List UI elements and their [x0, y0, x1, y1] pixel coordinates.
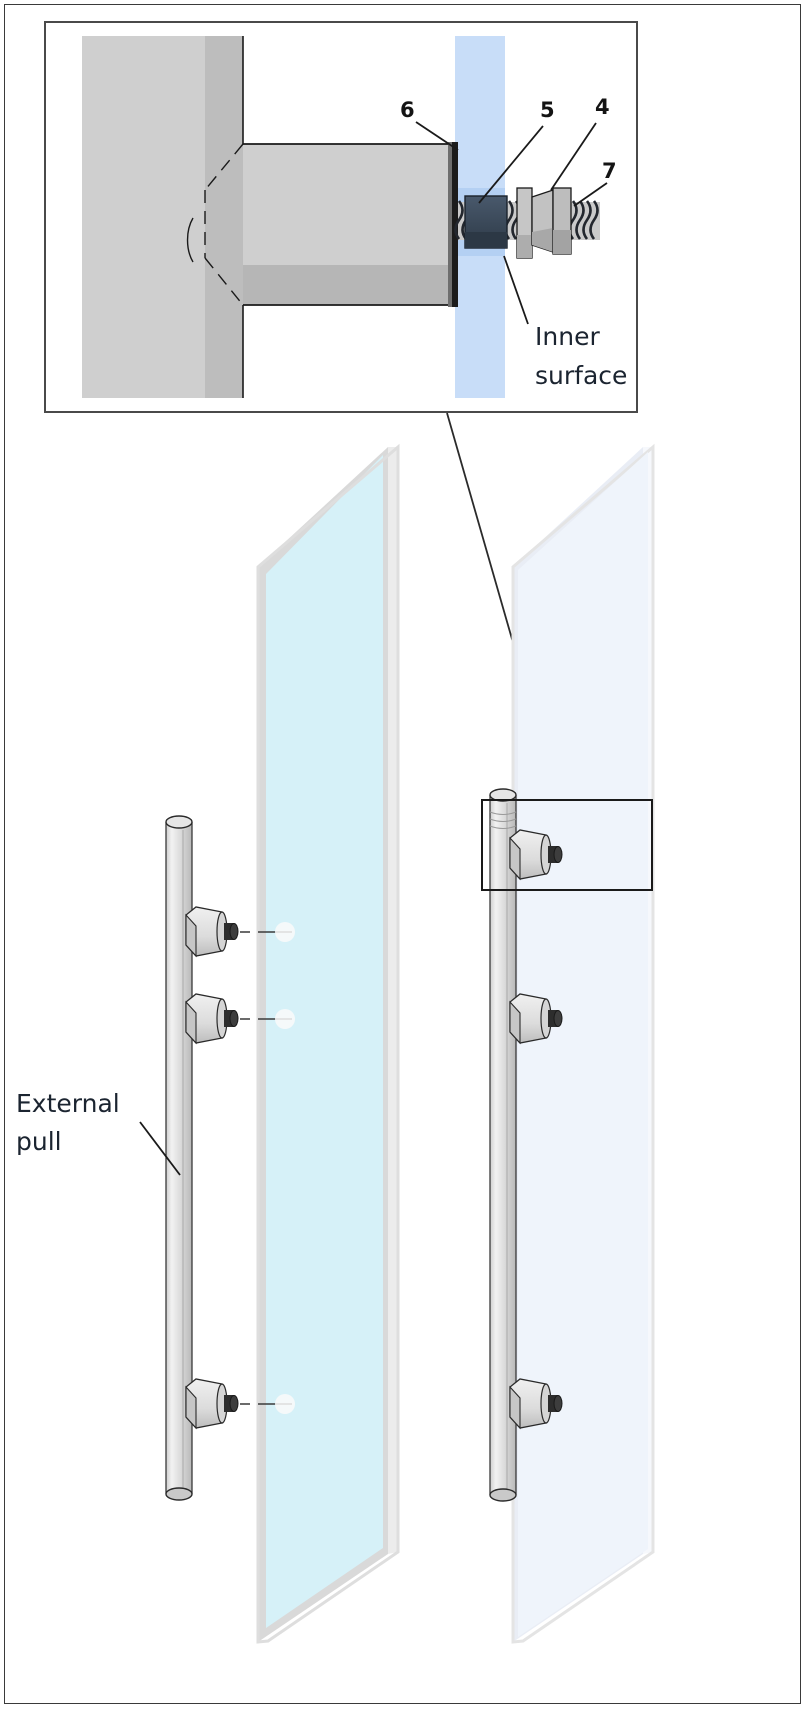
detail-pull-boss	[186, 142, 458, 307]
inner-surface-label-line1: Inner	[535, 322, 600, 351]
callout-7: 7	[602, 159, 617, 183]
callout-5: 5	[540, 98, 555, 122]
left-bracket-middle	[185, 993, 295, 1045]
right-bracket-middle	[509, 993, 563, 1045]
detail-door-stile	[82, 36, 244, 398]
detail-cone-fitting	[516, 187, 572, 259]
right-pull-post	[489, 788, 517, 1502]
left-bracket-bottom	[185, 1378, 295, 1430]
inner-surface-label-line2: surface	[535, 361, 627, 390]
right-bracket-top	[509, 829, 563, 881]
callout-6: 6	[400, 98, 415, 122]
external-pull-label-line2: pull	[16, 1127, 62, 1156]
right-bracket-bottom	[509, 1378, 563, 1430]
left-bracket-top	[185, 906, 295, 958]
detail-callout-box	[481, 799, 653, 891]
external-pull-label-line1: External	[16, 1089, 120, 1118]
detail-locking-nut	[464, 195, 508, 249]
right-glass-panel	[511, 443, 655, 1644]
external-pull-leader	[139, 1121, 181, 1176]
detail-leader-lines	[415, 121, 608, 325]
left-glass-panel	[256, 443, 400, 1644]
callout-4: 4	[595, 95, 610, 119]
